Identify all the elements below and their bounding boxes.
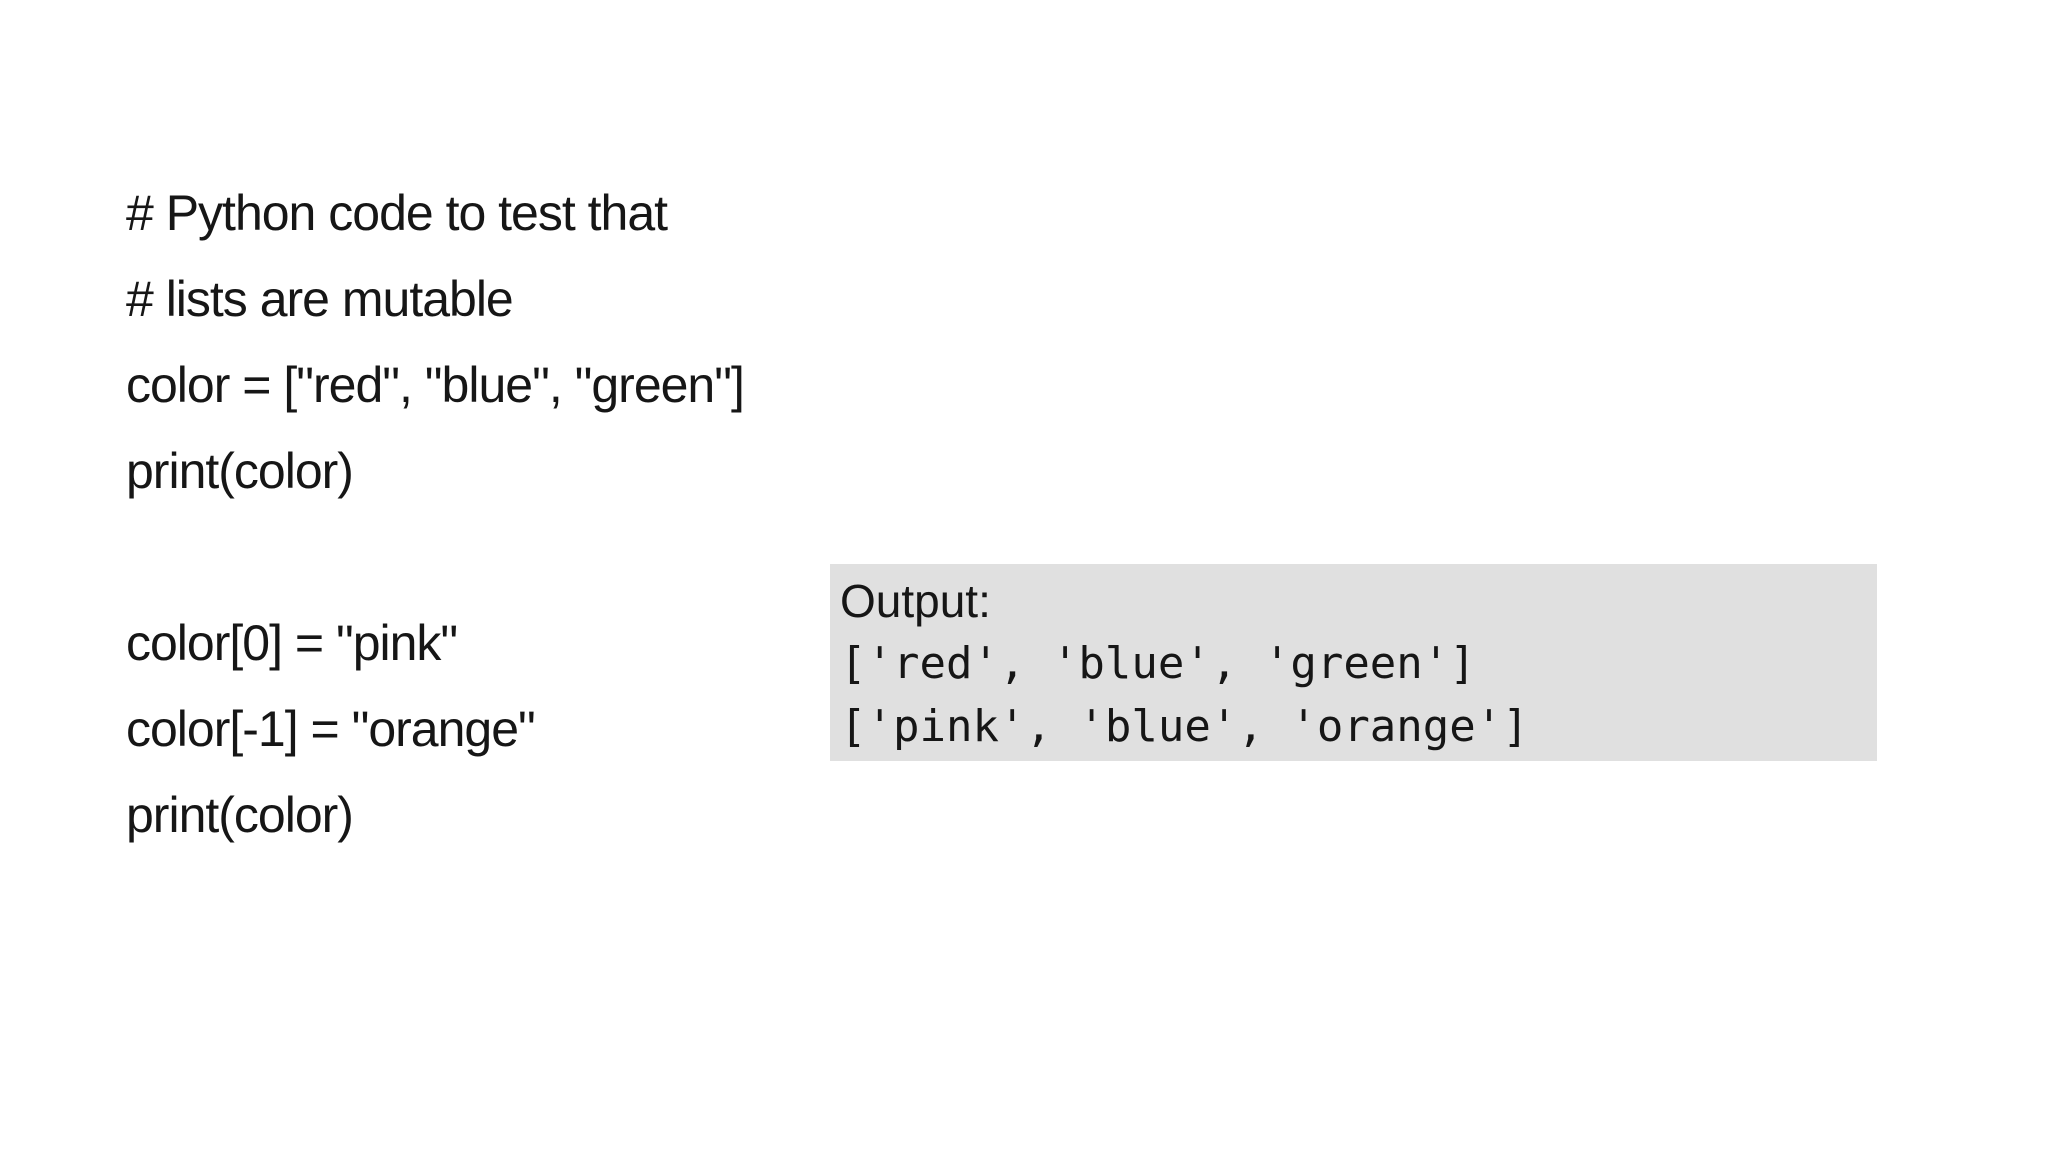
output-box: Output: ['red', 'blue', 'green'] ['pink'…	[830, 564, 1877, 761]
code-block-mutation: color[0] = "pink" color[-1] = "orange" p…	[126, 600, 536, 858]
code-block-setup: # Python code to test that # lists are m…	[126, 170, 745, 514]
code-comment-line-2: # lists are mutable	[126, 271, 514, 327]
code-print-line-1: print(color)	[126, 443, 354, 499]
code-comment-line-1: # Python code to test that	[126, 185, 668, 241]
output-result-line-2: ['pink', 'blue', 'orange']	[840, 701, 1529, 752]
code-mutate-line-2: color[-1] = "orange"	[126, 701, 536, 757]
output-label: Output:	[840, 575, 991, 627]
output-result-line-1: ['red', 'blue', 'green']	[840, 638, 1476, 689]
code-assignment-line: color = ["red", "blue", "green"]	[126, 357, 745, 413]
code-print-line-2: print(color)	[126, 787, 354, 843]
code-mutate-line-1: color[0] = "pink"	[126, 615, 458, 671]
